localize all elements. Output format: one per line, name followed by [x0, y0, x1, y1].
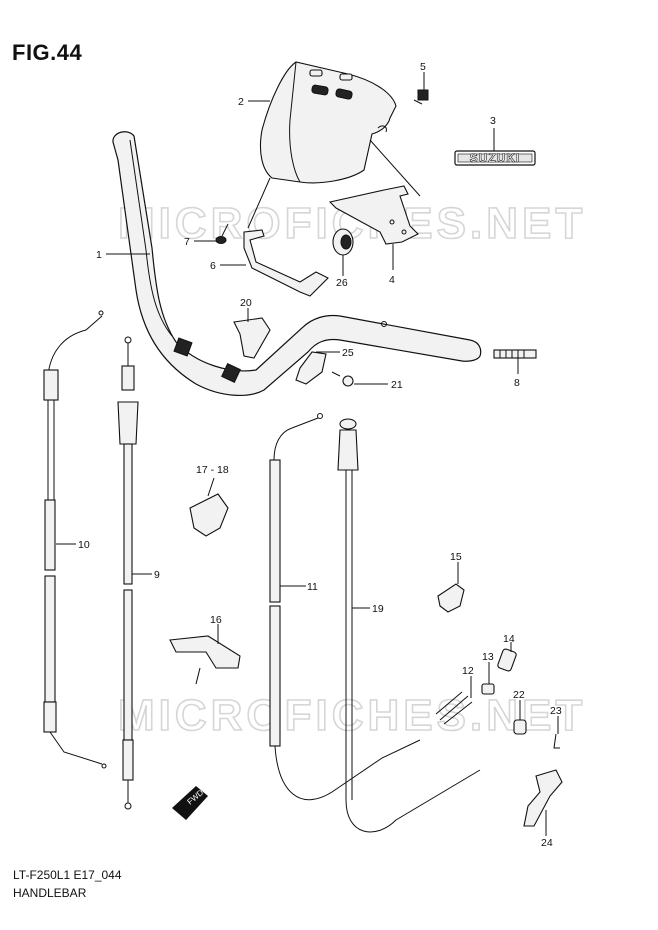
- callout-7: 7: [184, 236, 190, 248]
- callout-4: 4: [389, 274, 395, 286]
- clamp-17-18: [189, 477, 229, 537]
- callout-13: 13: [482, 651, 494, 663]
- callout-9: 9: [154, 569, 160, 581]
- spring-12: [435, 691, 473, 725]
- callout-15: 15: [450, 551, 462, 563]
- bolt-8: [493, 349, 537, 359]
- clamp-15: [437, 583, 465, 613]
- callout-16: 16: [210, 614, 222, 626]
- callout-3: 3: [490, 115, 496, 127]
- callouts: 1 2 3 4 5 6 7 8 9 10 11 12 13: [56, 61, 562, 849]
- part-23: [553, 733, 560, 749]
- callout-17-18: 17 - 18: [196, 464, 229, 476]
- figure-title: FIG.44: [12, 40, 83, 65]
- callout-22: 22: [513, 689, 525, 701]
- bracket-6: [243, 229, 329, 297]
- callout-8: 8: [514, 377, 520, 389]
- screw-21: [331, 371, 354, 387]
- callout-1: 1: [96, 249, 102, 261]
- callout-26: 26: [336, 277, 348, 289]
- handlebar-cover: [259, 61, 397, 184]
- handlebar: [112, 131, 482, 396]
- bracket-16: [169, 635, 241, 685]
- watermark-bottom: MICROFICHES.NET: [118, 691, 586, 740]
- bolt-7: [215, 223, 229, 244]
- part-14: [497, 648, 517, 672]
- bracket-4: [328, 185, 419, 245]
- callout-5: 5: [420, 61, 426, 73]
- callout-10: 10: [78, 539, 90, 551]
- fwd-arrow: FWD: [172, 786, 208, 820]
- clamp-25: [295, 351, 327, 385]
- callout-19: 19: [372, 603, 384, 615]
- clamp-20: [233, 317, 271, 359]
- part-13: [481, 683, 495, 695]
- callout-23: 23: [550, 705, 562, 717]
- suzuki-emblem: SUZUKI: [454, 150, 536, 166]
- callout-21: 21: [391, 379, 403, 391]
- callout-25: 25: [342, 347, 354, 359]
- callout-11: 11: [307, 581, 318, 593]
- footer-code: LT-F250L1 E17_044: [13, 868, 122, 882]
- cable-10: [43, 310, 107, 769]
- cable-11: [269, 413, 421, 801]
- callout-2: 2: [238, 96, 244, 108]
- callout-24: 24: [541, 837, 553, 849]
- footer-title: HANDLEBAR: [13, 886, 87, 900]
- screw-5: [413, 89, 429, 105]
- callout-20: 20: [240, 297, 252, 309]
- part-22: [513, 719, 527, 735]
- callout-6: 6: [210, 260, 216, 272]
- callout-12: 12: [462, 665, 474, 677]
- cable-19: [337, 418, 481, 833]
- cable-9: [117, 336, 139, 810]
- grommet-26: [332, 228, 354, 256]
- lever-24: [523, 769, 563, 827]
- callout-14: 14: [503, 633, 515, 645]
- emblem-text: SUZUKI: [470, 151, 521, 165]
